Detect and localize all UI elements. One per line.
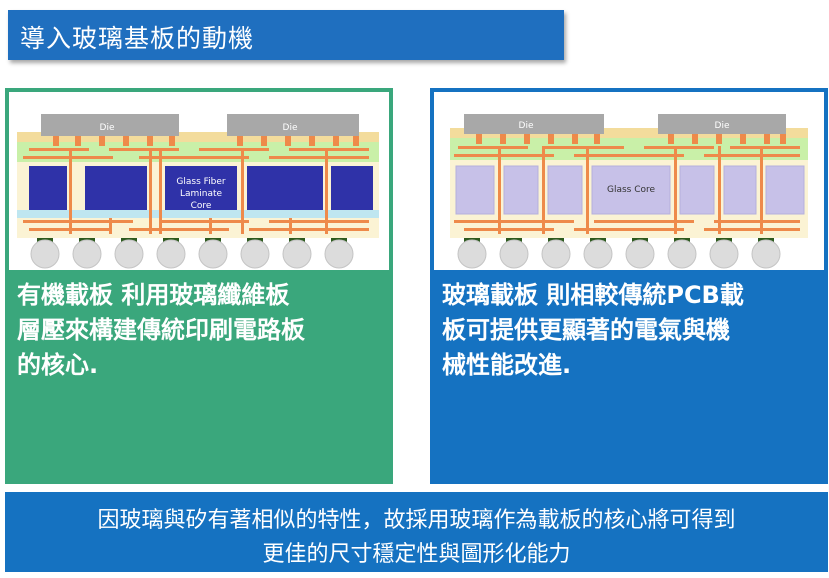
glass-core-label: Glass Core xyxy=(607,185,656,195)
text-line: 械性能改進. xyxy=(442,351,572,379)
text-line: 玻璃載板 則相較傳統PCB載 xyxy=(442,281,744,309)
top-copper-bumps xyxy=(476,134,786,144)
interface-layer xyxy=(17,210,379,218)
adhesive-layer xyxy=(450,128,808,138)
title-bar: 導入玻璃基板的動機 xyxy=(8,10,564,60)
glass-substrate-description: 玻璃載板 則相較傳統PCB載 板可提供更顯著的電氣與機 械性能改進. xyxy=(442,278,814,383)
glass-substrate-diagram: Die Die xyxy=(434,92,824,270)
die-left xyxy=(464,114,604,134)
conclusion-line-2: 更佳的尺寸穩定性與圖形化能力 xyxy=(262,542,571,567)
organic-substrate-diagram: Die Die xyxy=(9,92,389,270)
core-label-line-2: Laminate xyxy=(180,189,223,199)
text-line: 板可提供更顯著的電氣與機 xyxy=(442,316,730,344)
die-right xyxy=(658,114,786,134)
die-right xyxy=(227,114,359,136)
die-left xyxy=(41,114,179,136)
core-label-line-1: Glass Fiber xyxy=(176,177,226,187)
solder-balls xyxy=(457,239,781,269)
through-glass-vias xyxy=(498,146,763,234)
top-copper-bumps xyxy=(53,136,359,146)
glass-fiber-laminate-core xyxy=(29,166,373,210)
die-right-label: Die xyxy=(715,121,730,131)
die-left-label: Die xyxy=(519,121,534,131)
text-line: 的核心. xyxy=(17,351,99,379)
conclusion-line-1: 因玻璃與矽有著相似的特性，故採用玻璃作為載板的核心將可得到 xyxy=(97,508,736,533)
core-label-line-3: Core xyxy=(191,201,212,211)
die-left-label: Die xyxy=(100,123,115,133)
page-title: 導入玻璃基板的動機 xyxy=(20,24,255,53)
conclusion-banner: 因玻璃與矽有著相似的特性，故採用玻璃作為載板的核心將可得到 更佳的尺寸穩定性與圖… xyxy=(5,492,828,572)
text-line: 有機載板 利用玻璃纖維板 xyxy=(17,281,290,309)
organic-substrate-description: 有機載板 利用玻璃纖維板 層壓來構建傳統印刷電路板 的核心. xyxy=(17,278,379,383)
text-line: 層壓來構建傳統印刷電路板 xyxy=(17,316,305,344)
glass-core xyxy=(455,165,805,215)
organic-substrate-panel: Die Die xyxy=(5,88,393,484)
adhesive-layer xyxy=(17,132,379,142)
copper-vias xyxy=(69,148,328,234)
glass-substrate-panel: Die Die xyxy=(430,88,828,484)
solder-balls xyxy=(30,239,354,269)
copper-traces xyxy=(454,146,800,231)
die-right-label: Die xyxy=(283,123,298,133)
